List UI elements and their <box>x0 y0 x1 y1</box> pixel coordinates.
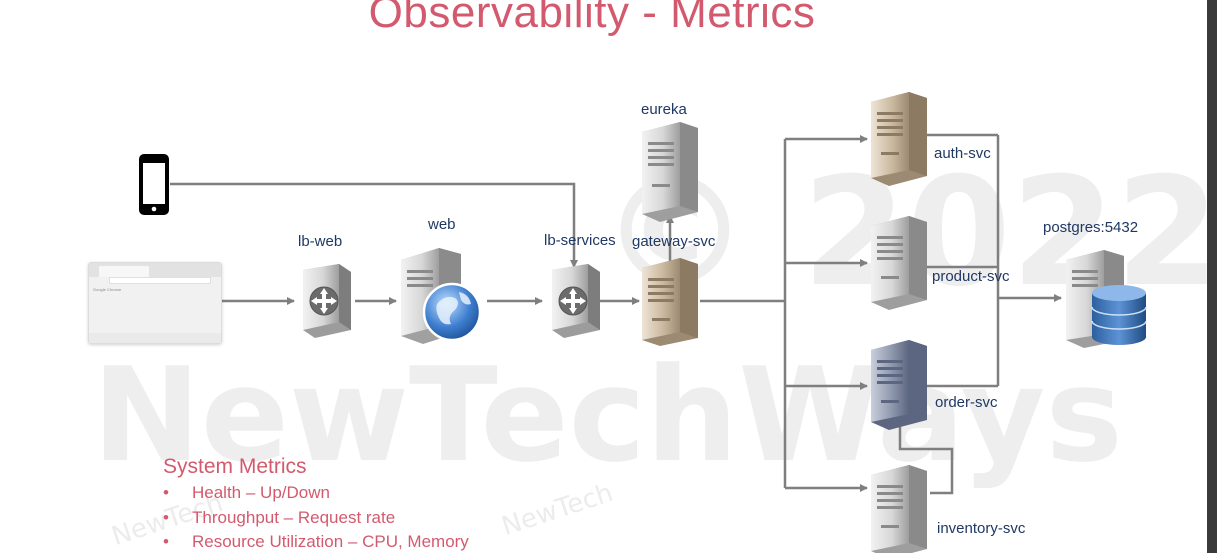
connection-lines <box>170 133 1062 495</box>
page-title: Observability - Metrics <box>368 0 816 37</box>
metric-item: •Resource Utilization – CPU, Memory <box>163 532 469 551</box>
browser-window: Google Chrome <box>88 262 222 344</box>
product-server-icon <box>871 216 927 310</box>
label-postgres: postgres:5432 <box>1043 219 1139 236</box>
metric-item: •Throughput – Request rate <box>163 507 396 527</box>
order-server-icon <box>871 340 927 430</box>
label-product: product-svc <box>932 268 1010 285</box>
web-server-icon <box>401 248 482 344</box>
browser-address-bar <box>109 277 211 284</box>
window-edge-bar <box>1207 0 1217 553</box>
browser-brand: Google Chrome <box>93 287 122 292</box>
system-metrics-list: System Metrics •Health – Up/Down •Throug… <box>163 455 469 553</box>
smartphone-icon <box>139 154 169 215</box>
system-metrics-heading: System Metrics <box>163 455 307 478</box>
label-auth: auth-svc <box>934 145 991 162</box>
label-lb-web: lb-web <box>298 233 343 250</box>
lb-web-icon <box>303 264 351 338</box>
label-web: web <box>428 216 456 233</box>
bullet-icon: • <box>163 483 169 502</box>
gateway-server-icon <box>642 258 698 346</box>
label-eureka: eureka <box>641 101 687 118</box>
browser-footer <box>89 333 221 343</box>
metric-item: •Health – Up/Down <box>163 483 330 502</box>
bullet-icon: • <box>163 507 169 527</box>
auth-server-icon <box>871 92 927 186</box>
database-icon <box>1091 285 1147 345</box>
label-inventory: inventory-svc <box>937 520 1026 537</box>
lb-services-icon <box>552 264 600 338</box>
browser-tab <box>99 266 149 277</box>
label-lb-services: lb-services <box>544 232 616 249</box>
label-order: order-svc <box>935 394 998 411</box>
eureka-server-icon <box>642 122 698 222</box>
bullet-icon: • <box>163 532 169 551</box>
inventory-server-icon <box>871 465 927 553</box>
label-gateway: gateway-svc <box>632 233 716 250</box>
